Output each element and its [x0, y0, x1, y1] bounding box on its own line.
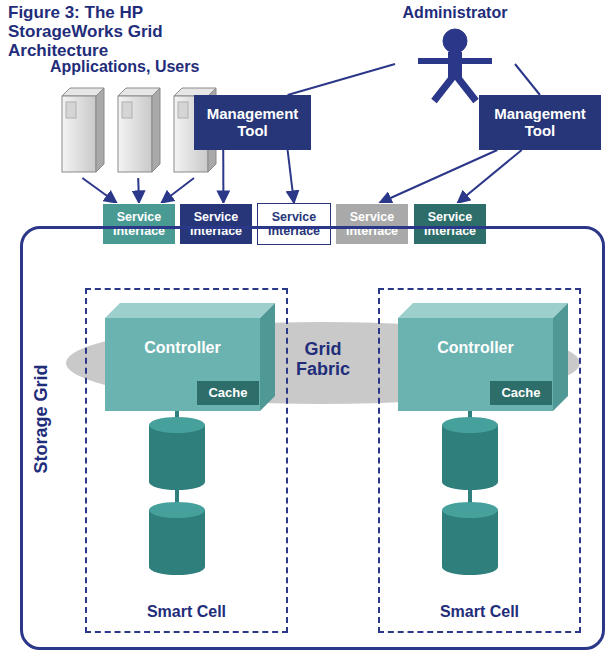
controller: ControllerCache [398, 303, 568, 411]
service-interface: Service Interface [179, 203, 253, 245]
connector-line [222, 150, 224, 203]
administrator-figure [418, 29, 492, 101]
service-interface: Service Interface [413, 203, 487, 245]
cache: Cache [490, 381, 552, 405]
connector-line [82, 178, 116, 203]
cache: Cache [197, 381, 259, 405]
storage-grid: Storage Grid Grid FabricSmart Cell Control… [20, 226, 605, 650]
controller-label: Controller [105, 339, 260, 357]
service-interface: Service Interface [102, 203, 176, 245]
actor-label-group: Administrator [395, 4, 515, 104]
box-label: Cache [501, 386, 540, 401]
figure-title: Figure 3: The HP StorageWorks Grid Archi… [8, 3, 258, 60]
connector-line [161, 178, 194, 203]
actor-label: Administrator [395, 4, 515, 22]
connector-line [457, 150, 521, 203]
management-tool: Management Tool [479, 95, 601, 150]
box-label: Management Tool [198, 106, 307, 140]
fabric-label: Grid Fabric [283, 339, 363, 379]
server-icons [62, 88, 216, 172]
controller: ControllerCache [105, 303, 275, 411]
box-label: Service Interface [417, 210, 483, 238]
box-label: Service Interface [261, 210, 327, 238]
controller-label: Controller [398, 339, 553, 357]
service-interface: Service Interface [335, 203, 409, 245]
box-label: Cache [208, 386, 247, 401]
group-heading: Applications, Users [50, 58, 230, 76]
management-tool: Management Tool [194, 95, 311, 150]
smart-cell: Smart Cell ControllerCache [85, 288, 288, 633]
box-label: Service Interface [339, 210, 405, 238]
box-label: Service Interface [183, 210, 249, 238]
smart-cell: Smart Cell ControllerCache [378, 288, 581, 633]
connector-line [515, 64, 540, 95]
connector-line [379, 150, 497, 203]
connector-line [137, 178, 140, 203]
cell-label: Smart Cell [380, 603, 579, 621]
box-label: Management Tool [483, 106, 597, 140]
service-interface: Service Interface [257, 203, 331, 245]
grid-label: Storage Grid [31, 365, 51, 474]
disk-stacks [149, 406, 498, 575]
connector-line [288, 150, 294, 203]
connector-line [288, 64, 395, 95]
cell-label: Smart Cell [87, 603, 286, 621]
box-label: Service Interface [106, 210, 172, 238]
